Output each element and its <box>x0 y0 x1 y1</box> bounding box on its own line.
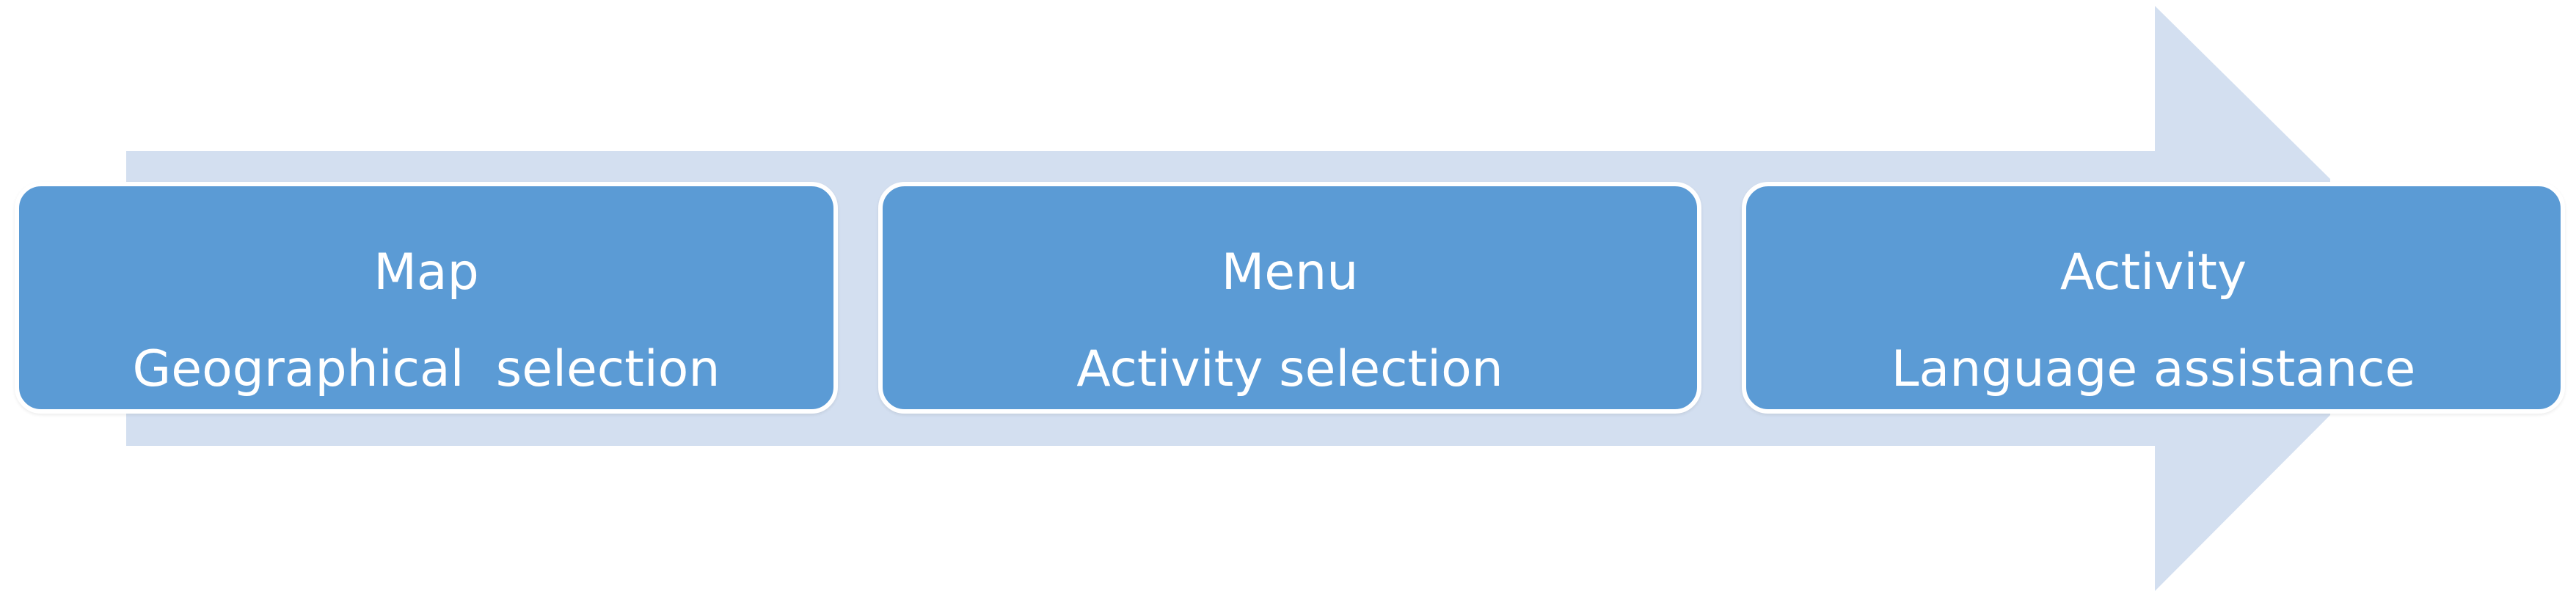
step-activity-subtitle: Language assistance <box>1891 340 2416 398</box>
step-map: Map Geographical selection <box>15 182 838 414</box>
step-menu-title: Menu <box>1221 243 1359 301</box>
step-activity: Activity Language assistance <box>1742 182 2565 414</box>
step-map-title: Map <box>373 243 479 301</box>
step-menu: Menu Activity selection <box>878 182 1701 414</box>
step-activity-title: Activity <box>2059 243 2247 301</box>
step-map-subtitle: Geographical selection <box>132 340 720 398</box>
step-menu-subtitle: Activity selection <box>1076 340 1503 398</box>
